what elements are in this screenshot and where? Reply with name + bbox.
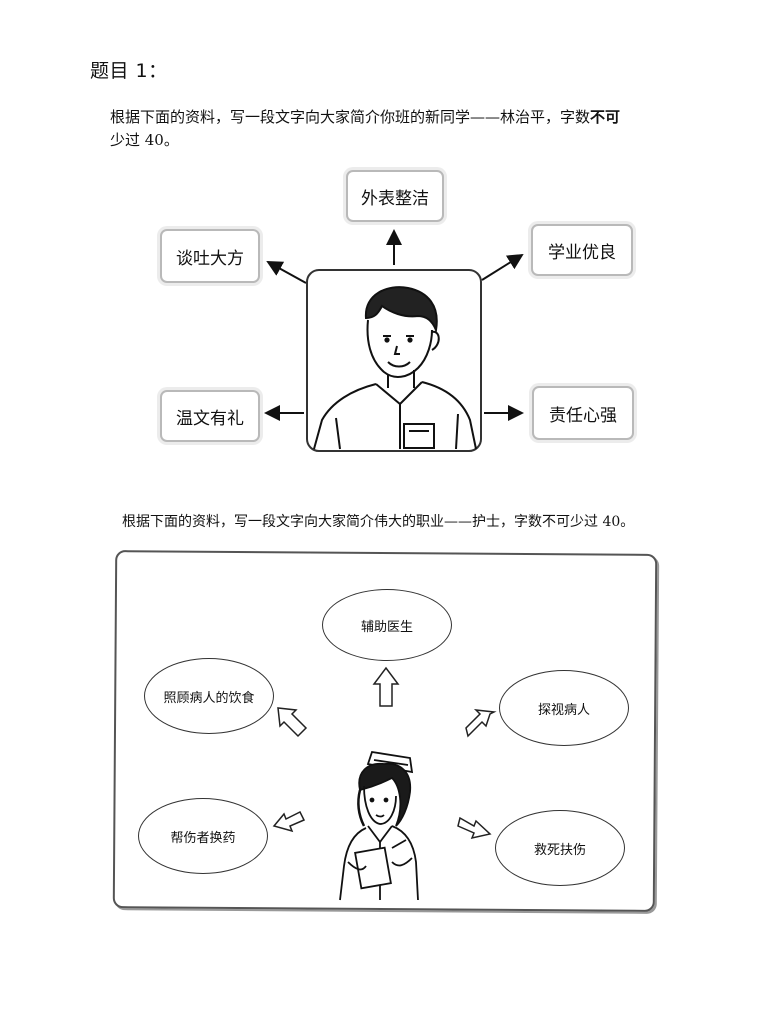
trait-box-top-left: 谈吐大方	[160, 229, 260, 283]
trait-label: 外表整洁	[361, 188, 429, 209]
trait-label: 责任心强	[549, 405, 617, 426]
hollow-arrow-lower-left	[272, 810, 306, 833]
exercise1-prompt: 根据下面的资料，写一段文字向大家简介你班的新同学——林治平，字数不可 少过 40…	[110, 106, 680, 152]
hollow-arrow-upper-left	[277, 707, 308, 738]
trait-box-bottom-right: 责任心强	[532, 386, 634, 440]
duty-ellipse-lower-left: 帮伤者换药	[138, 798, 268, 874]
arrow-up-right	[481, 253, 524, 281]
arrow-up-left	[266, 261, 307, 284]
exercise1-prompt-bold: 不可	[590, 108, 621, 126]
duty-label: 帮伤者换药	[170, 830, 236, 846]
duty-label: 照顾病人的饮食	[163, 690, 255, 706]
duty-ellipse-upper-left: 照顾病人的饮食	[144, 658, 274, 734]
trait-label: 温文有礼	[176, 408, 244, 429]
exercise1-prompt-text: 根据下面的资料，写一段文字向大家简介你班的新同学——林治平，字数	[110, 108, 591, 126]
duty-label: 探视病人	[537, 702, 590, 718]
exercise2-prompt: 根据下面的资料，写一段文字向大家简介伟大的职业——护士，字数不可少过 40。	[122, 514, 635, 530]
trait-box-bottom-left: 温文有礼	[160, 390, 260, 442]
trait-label: 谈吐大方	[176, 248, 244, 269]
trait-box-top-right: 学业优良	[531, 224, 633, 276]
page-heading: 题目 1：	[90, 60, 168, 82]
duty-ellipse-upper-right: 探视病人	[499, 670, 629, 746]
duty-label: 救死扶伤	[533, 842, 586, 858]
hollow-arrow-lower-right	[457, 816, 492, 840]
trait-label: 学业优良	[548, 242, 616, 263]
duty-ellipse-lower-right: 救死扶伤	[495, 810, 625, 886]
student-portrait	[313, 286, 477, 450]
duty-label: 辅助医生	[360, 619, 413, 635]
trait-box-top: 外表整洁	[346, 170, 444, 222]
student-portrait-frame	[306, 269, 482, 452]
nurse-figure	[339, 750, 419, 901]
duty-ellipse-top: 辅助医生	[322, 589, 452, 661]
hollow-arrow-up	[372, 666, 400, 707]
exercise1-prompt-line2: 少过 40。	[110, 131, 179, 149]
hollow-arrow-upper-right	[465, 709, 497, 738]
